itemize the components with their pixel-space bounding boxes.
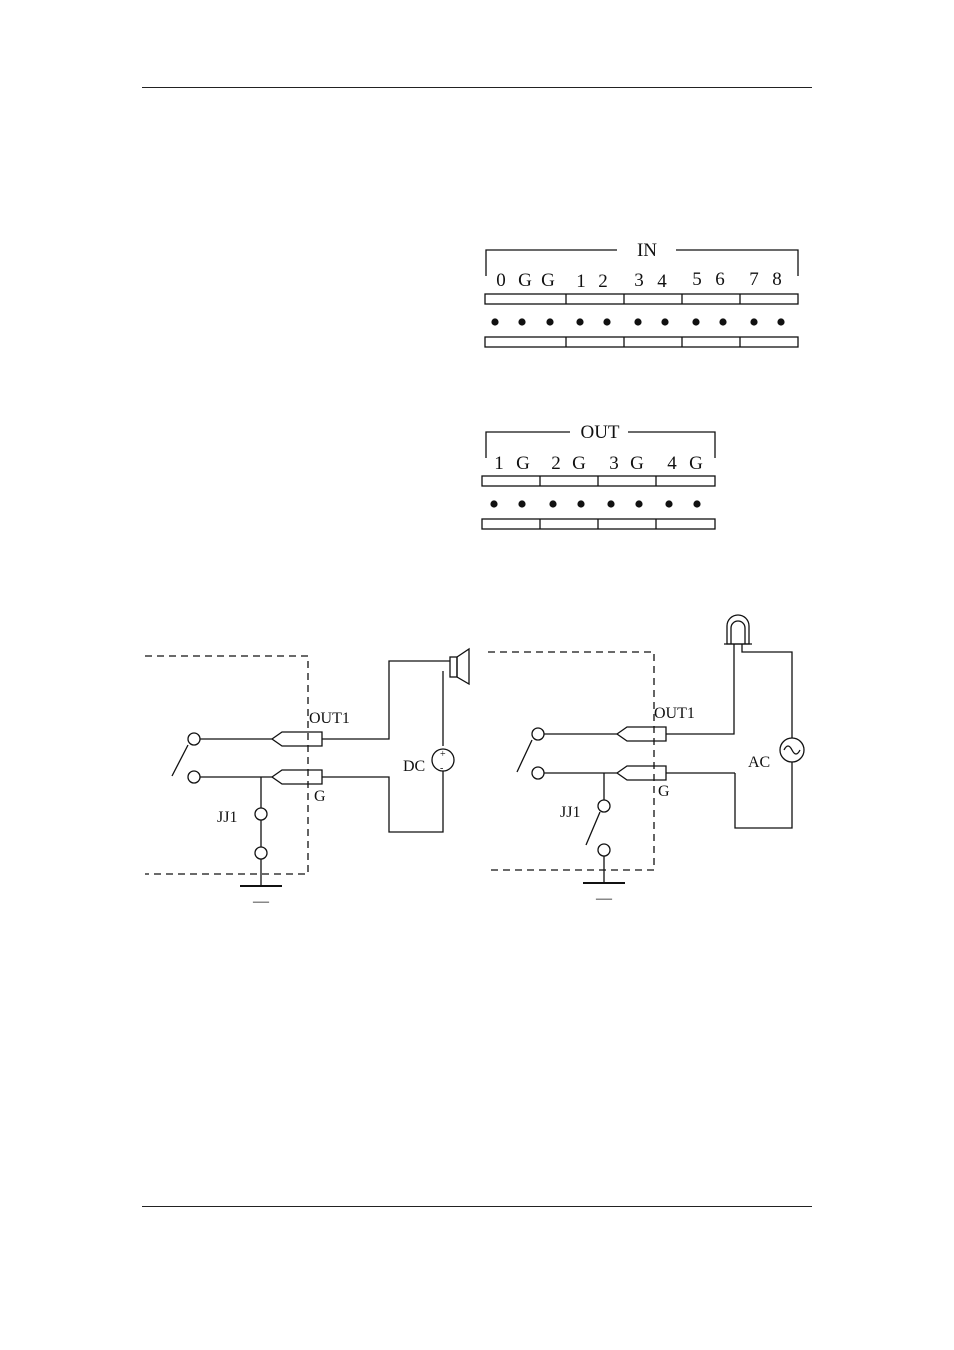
dc-relay-contact-top [255,808,267,820]
in-terminal-label: 2 [598,271,608,292]
ac-g-plug [617,766,666,780]
in-terminal-label: 3 [634,270,644,291]
ac-return-wire [735,762,792,828]
footer-rule [142,1206,812,1207]
dc-out1-label: OUT1 [309,710,350,727]
ac-out1-label: OUT1 [654,705,695,722]
out-terminal-label: G [572,453,586,474]
dc-out1-plug [272,732,322,746]
out-terminal-label: G [689,453,703,474]
dc-g-label: G [314,788,326,805]
out-terminal-block [482,432,715,529]
out-terminal-dots [490,500,700,507]
ac-switch-contact-top [532,728,544,740]
dc-minus-label: - [440,763,443,774]
in-terminal-label: G [518,270,532,291]
speaker-cone [457,649,469,684]
ac-relay-contact-bottom [598,844,610,856]
ac-device-boundary [488,652,654,870]
dc-switch-contact-top [188,733,200,745]
out-block-title: OUT [580,422,619,443]
out-terminal-label: 3 [609,453,619,474]
ac-out1-plug [617,727,666,741]
ac-source-label: AC [748,754,770,771]
speaker-icon [450,657,457,677]
in-strip-bottom [485,337,798,347]
in-terminal-label: 0 [496,270,506,291]
lamp-filament [731,621,745,644]
dc-switch-blade [172,745,188,776]
in-terminal-label: 4 [657,271,667,292]
ac-g-label: G [658,783,670,800]
ac-sine-icon [784,746,800,754]
dc-relay-label: JJ1 [217,809,237,826]
in-terminal-label: 1 [576,271,586,292]
ac-ground-label: — [595,890,613,907]
ac-circuit [488,615,804,883]
dc-plus-label: + [440,749,446,760]
dc-source-label: DC [403,758,425,775]
out-terminal-label: 4 [667,453,677,474]
in-terminal-label: G [541,270,555,291]
ac-lamp-wire [742,644,792,738]
out-terminal-label: 2 [551,453,561,474]
ac-relay-contact-top [598,800,610,812]
lamp-icon [727,615,749,644]
out-terminal-label: G [516,453,530,474]
ac-relay-label: JJ1 [560,804,580,821]
dc-g-wire [322,777,443,832]
in-terminal-label: 7 [749,269,759,290]
dc-g-plug [272,770,322,784]
ac-switch-blade [517,740,532,772]
ac-switch-contact-bottom [532,767,544,779]
in-terminal-dots [491,318,784,325]
in-terminal-label: 8 [772,269,782,290]
dc-switch-contact-bottom [188,771,200,783]
in-block-title: IN [637,240,657,261]
dc-relay-contact-bottom [255,847,267,859]
dc-device-boundary [145,656,308,874]
out-terminal-label: G [630,453,644,474]
out-terminal-label: 1 [494,453,504,474]
in-terminal-block [485,250,798,347]
ac-relay-switch-blade [586,812,600,845]
dc-out1-wire [322,661,450,739]
in-terminal-label: 6 [715,269,725,290]
in-strip-top [485,294,798,304]
in-terminal-label: 5 [692,269,702,290]
dc-ground-label: — [252,893,270,910]
